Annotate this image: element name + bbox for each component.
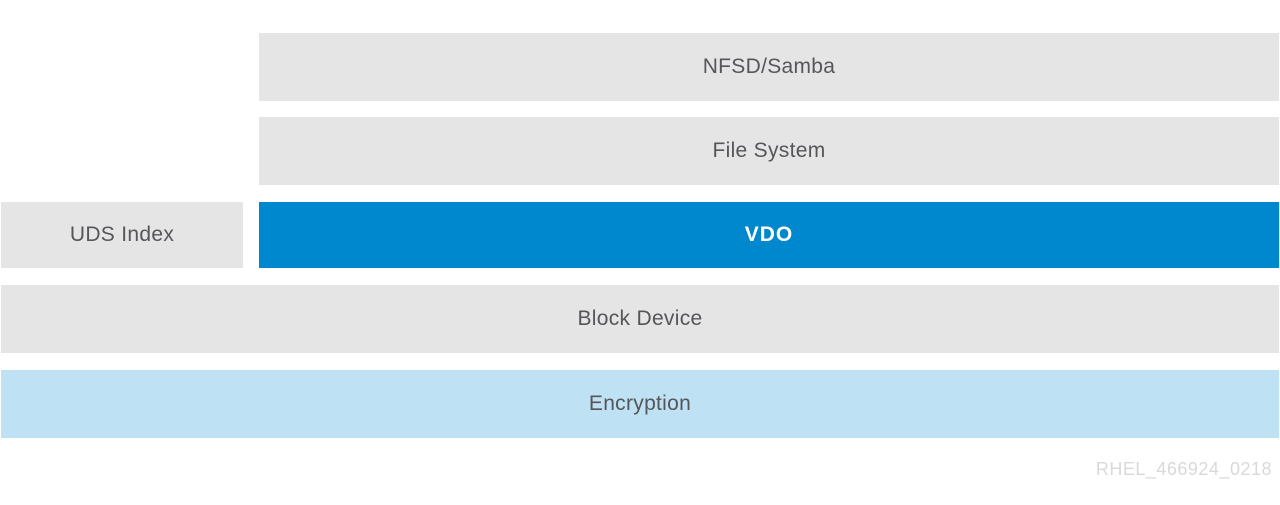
layer-uds-index-label: UDS Index [69, 223, 175, 246]
layer-vdo-label: VDO [744, 223, 794, 246]
layer-file-system: File System [259, 117, 1279, 185]
layer-block-device: Block Device [1, 285, 1279, 353]
layer-nfsd-samba-label: NFSD/Samba [702, 55, 836, 78]
layer-vdo: VDO [259, 202, 1279, 268]
layer-block-device-label: Block Device [577, 307, 703, 330]
layer-file-system-label: File System [712, 139, 826, 162]
layer-encryption-label: Encryption [588, 392, 692, 415]
layer-nfsd-samba: NFSD/Samba [259, 33, 1279, 101]
layer-uds-index: UDS Index [1, 202, 243, 268]
layer-encryption: Encryption [1, 370, 1279, 438]
figure-id-watermark: RHEL_466924_0218 [1095, 459, 1272, 479]
